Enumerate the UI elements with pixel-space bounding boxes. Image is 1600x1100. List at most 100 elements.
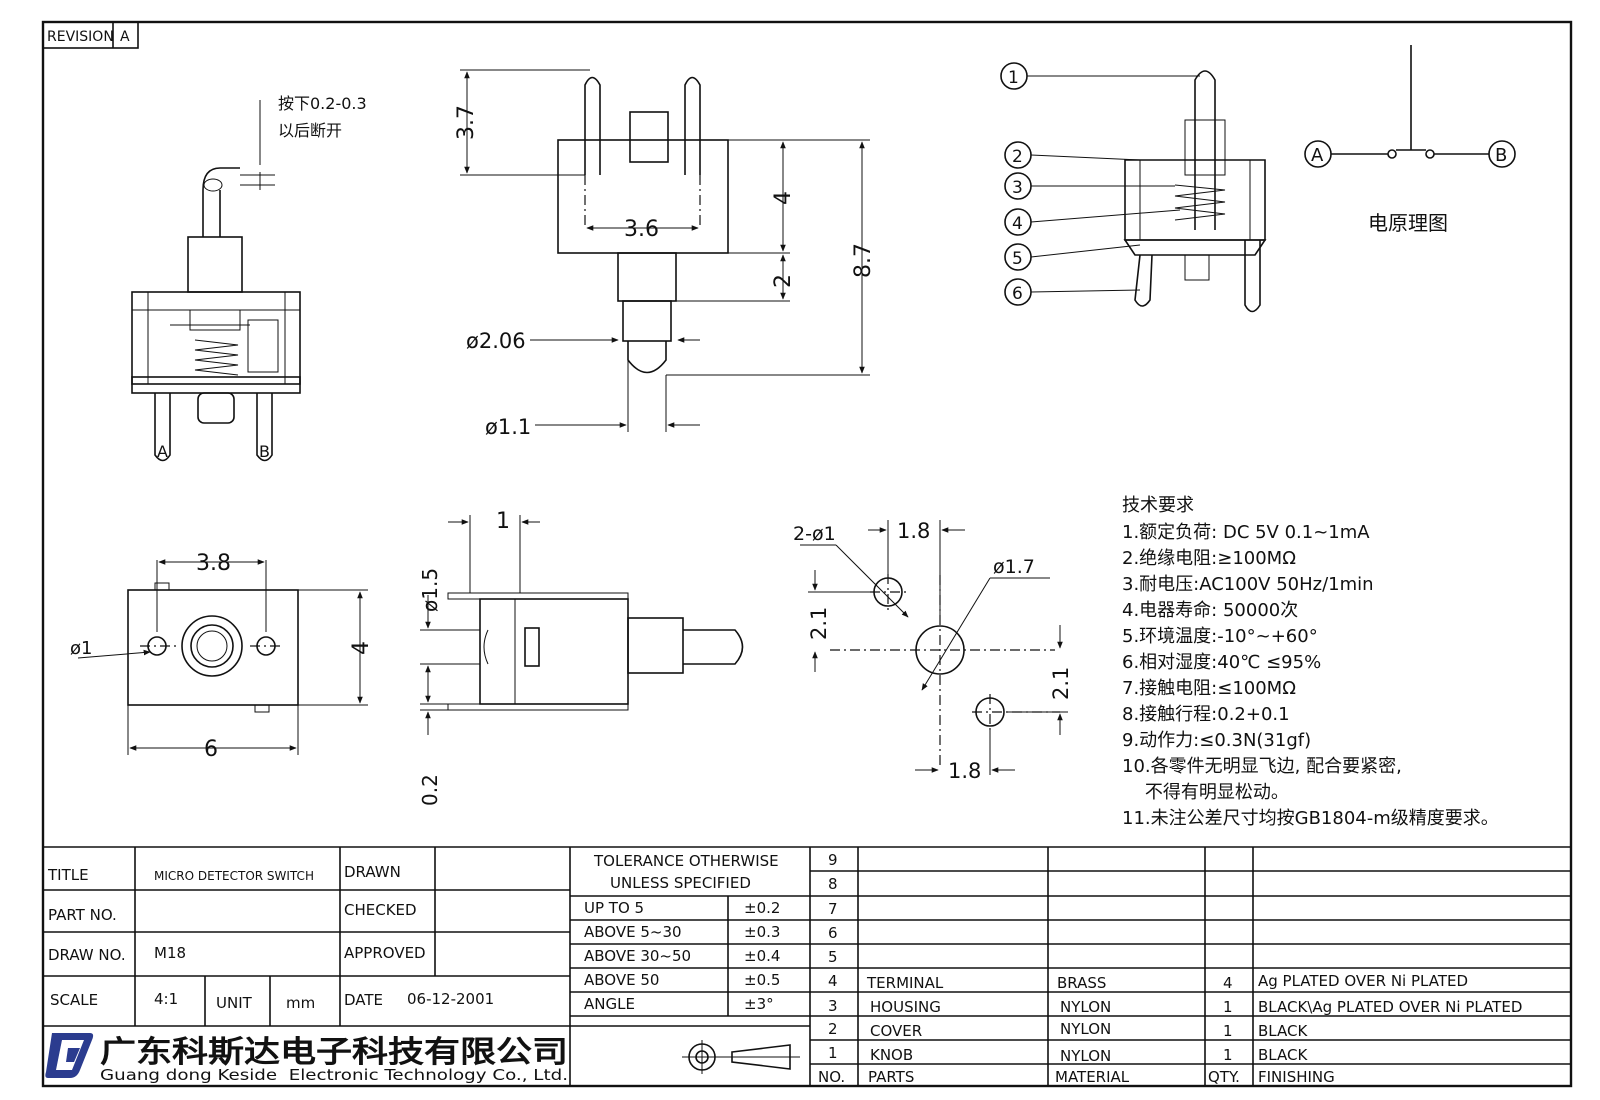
callout-2: 2	[1004, 141, 1141, 169]
tolerance-value-4: ±0.5	[744, 971, 780, 989]
draw-no-label: DRAW NO.	[48, 946, 126, 964]
dim-profile-offset: 0.2	[418, 774, 442, 806]
tolerance-header-2: UNLESS SPECIFIED	[610, 874, 751, 892]
bom-no-9: 9	[828, 851, 838, 869]
bom-part-4: TERMINAL	[866, 974, 944, 992]
date-label: DATE	[344, 991, 383, 1009]
tolerance-value-3: ±0.4	[744, 947, 780, 965]
callout-3: 3	[1004, 172, 1175, 200]
svg-text:5: 5	[1012, 249, 1023, 269]
drawn-label: DRAWN	[344, 863, 401, 881]
tech-item-9: 9.动作力:≤0.3N(31gf)	[1122, 730, 1311, 751]
company-logo	[45, 1033, 94, 1078]
dim-total-height: 8.7	[851, 243, 876, 278]
scale-value: 4:1	[154, 990, 178, 1008]
circuit-schematic: A B 电原理图	[1304, 45, 1516, 235]
bom-no-3: 3	[828, 997, 838, 1015]
dim-body-height: 4	[771, 191, 796, 205]
press-note-line1: 按下0.2-0.3	[278, 94, 367, 113]
press-note-line2: 以后断开	[278, 121, 342, 140]
dim-knob-dia: ø2.06	[466, 329, 526, 353]
dim-profile-thickness: 1	[496, 509, 510, 534]
title-value: MICRO DETECTOR SWITCH	[154, 869, 314, 883]
dim-profile-diameter: ø1.5	[418, 568, 442, 612]
tech-item-2: 2.绝缘电阻:≥100MΩ	[1122, 548, 1296, 569]
unit-value: mm	[286, 994, 315, 1012]
title-label: TITLE	[47, 866, 89, 884]
bom-no-6: 6	[828, 924, 838, 942]
tech-item-5: 5.环境温度:-10°~+60°	[1122, 626, 1318, 647]
dim-hole-dia: ø1	[70, 638, 92, 659]
tech-item-10b: 不得有明显松动。	[1122, 782, 1289, 803]
svg-text:2: 2	[1012, 147, 1023, 167]
dim-bottom-width: 6	[204, 737, 218, 762]
bom-header-finishing: FINISHING	[1258, 1068, 1335, 1086]
bom-material-1: NYLON	[1060, 1047, 1111, 1065]
bom-qty-2: 1	[1223, 1022, 1233, 1040]
tech-item-8: 8.接触行程:0.2+0.1	[1122, 704, 1290, 725]
title-block: TITLE MICRO DETECTOR SWITCH DRAWN PART N…	[43, 846, 1571, 1086]
svg-text:1: 1	[1008, 68, 1019, 88]
pin-b-label: B	[259, 442, 270, 461]
tolerance-header-1: TOLERANCE OTHERWISE	[593, 852, 779, 870]
bom-part-2: COVER	[870, 1022, 922, 1040]
bom-material-3: NYLON	[1060, 998, 1111, 1016]
schematic-node-b: B	[1495, 145, 1507, 166]
tech-heading: 技术要求	[1122, 495, 1194, 516]
tolerance-range-5: ANGLE	[584, 995, 635, 1013]
exploded-view: 1 2 3 4 5 6	[1000, 62, 1267, 313]
bom-no-2: 2	[828, 1020, 838, 1038]
tech-item-7: 7.接触电阻:≤100MΩ	[1122, 678, 1296, 699]
bom-header-qty: QTY.	[1208, 1068, 1240, 1086]
callout-4: 4	[1004, 208, 1181, 236]
dim-pcb-bottom-spacing: 1.8	[948, 759, 981, 783]
svg-text:4: 4	[1012, 214, 1023, 234]
unit-label: UNIT	[216, 994, 253, 1012]
pin-a-label: A	[157, 442, 168, 461]
tolerance-range-2: ABOVE 5~30	[584, 923, 682, 941]
bom-material-2: NYLON	[1060, 1020, 1111, 1038]
schematic-caption: 电原理图	[1368, 211, 1448, 235]
tech-item-4: 4.电器寿命: 50000次	[1122, 600, 1298, 621]
tech-item-1: 1.额定负荷: DC 5V 0.1~1mA	[1122, 522, 1370, 543]
date-value: 06-12-2001	[407, 990, 494, 1008]
tech-requirements: 技术要求 1.额定负荷: DC 5V 0.1~1mA 2.绝缘电阻:≥100MΩ…	[1122, 495, 1499, 829]
front-view: 3.7 3.6 4 2 8.7 ø2.06 ø1.1	[454, 69, 876, 439]
bom-part-1: KNOB	[870, 1046, 913, 1064]
revision-box: REVISION A	[42, 21, 139, 49]
dim-tip-dia: ø1.1	[485, 415, 531, 439]
bom-no-5: 5	[828, 948, 838, 966]
drawing-border	[41, 20, 1573, 1088]
bom-material-4: BRASS	[1057, 974, 1106, 992]
checked-label: CHECKED	[344, 901, 417, 919]
svg-text:6: 6	[1012, 284, 1023, 304]
bom-finishing-1: BLACK	[1258, 1046, 1308, 1064]
dim-pin-height: 3.7	[454, 105, 479, 140]
dim-pcb-top-spacing: 1.8	[897, 519, 930, 543]
bom-no-1: 1	[828, 1044, 838, 1062]
company-name-en: Guang dong Keside Electronic Technology …	[100, 1066, 568, 1084]
dim-pin-spacing: 3.6	[624, 217, 659, 242]
bom-header-no: NO.	[818, 1068, 845, 1086]
callout-6: 6	[1004, 278, 1141, 306]
dim-knob-step: 2	[771, 274, 796, 288]
callout-5: 5	[1004, 243, 1141, 271]
bom-finishing-2: BLACK	[1258, 1022, 1308, 1040]
bom-no-7: 7	[828, 900, 838, 918]
tolerance-range-4: ABOVE 50	[584, 971, 659, 989]
bom-qty-4: 4	[1223, 974, 1233, 992]
projection-symbol	[682, 1040, 800, 1074]
dim-hole-spacing: 3.8	[196, 551, 231, 576]
revision-value: A	[120, 29, 130, 45]
dim-pcb-center-hole: ø1.7	[993, 556, 1035, 578]
bom-finishing-4: Ag PLATED OVER Ni PLATED	[1258, 972, 1468, 990]
bom-no-4: 4	[828, 972, 838, 990]
bom-part-3: HOUSING	[870, 998, 941, 1016]
tech-item-6: 6.相对湿度:40℃ ≤95%	[1122, 652, 1321, 673]
tolerance-value-5: ±3°	[744, 995, 774, 1013]
tolerance-value-1: ±0.2	[744, 899, 780, 917]
side-section-view: 按下0.2-0.3 以后断开 A B	[131, 94, 367, 462]
tolerance-range-3: ABOVE 30~50	[584, 947, 691, 965]
dim-pcb-left-offset: 2.1	[807, 607, 831, 640]
